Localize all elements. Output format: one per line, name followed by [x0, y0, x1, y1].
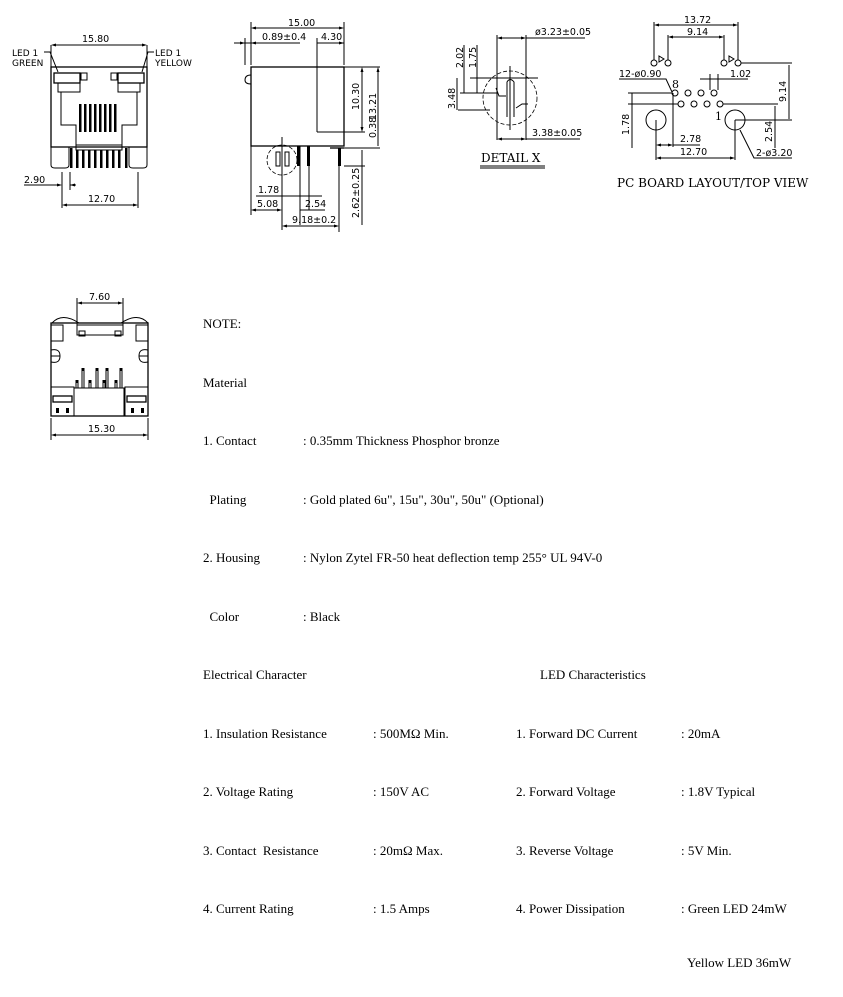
bottom-pins: [75, 368, 123, 389]
pcb-layout-title: PC BOARD LAYOUT/TOP VIEW: [617, 176, 809, 190]
notes-section: NOTE: Material 1. Contact : 0.35mm Thickn…: [203, 275, 791, 997]
dim-bottom-width: 15.30: [88, 424, 115, 435]
dim-side-length: 15.00: [288, 18, 315, 29]
electrical-title: Electrical Character: [203, 667, 307, 682]
material-label: Plating: [203, 491, 247, 507]
front-contacts: [79, 104, 117, 132]
pcb-pin-holes: [671, 89, 724, 108]
dim-detail-1: 2.02: [455, 47, 466, 68]
bottom-view: 7.60: [50, 292, 149, 440]
dim-pin-offset: 2.90: [24, 175, 45, 186]
led-value: : 5V Min.: [681, 842, 732, 858]
detail-x-title: DETAIL X: [481, 151, 541, 165]
dim-pcb-outer: 13.72: [684, 15, 711, 26]
side-view: 15.00 0.89±0.4 4.30 10.30 13.21 0.38: [234, 18, 380, 232]
led-left-label-1: LED 1: [12, 49, 38, 59]
dim-pcb-holes: 12-ø0.90: [619, 69, 661, 80]
material-value: : Black: [303, 608, 341, 624]
dim-pcb-posts: 2-ø3.20: [756, 148, 792, 159]
dim-side-a: 1.78: [258, 185, 279, 196]
electrical-label: 3. Contact Resistance: [203, 842, 319, 858]
dim-pcb-post-v: 2.54: [764, 121, 775, 142]
electrical-value: : 500MΩ Min.: [373, 725, 449, 741]
dim-bottom-top: 7.60: [89, 292, 110, 303]
led-label: 3. Reverse Voltage: [516, 842, 614, 858]
electrical-label: 1. Insulation Resistance: [203, 725, 327, 741]
led-left-label-2: GREEN: [12, 59, 43, 69]
material-value: : 0.35mm Thickness Phosphor bronze: [303, 433, 500, 448]
dim-pin-span: 12.70: [88, 194, 115, 205]
material-row: 2. Housing : Nylon Zytel FR-50 heat defle…: [203, 548, 602, 568]
material-label: 1. Contact: [203, 433, 257, 448]
led-value: : 20mA: [681, 725, 721, 741]
dim-pcb-row: 1.78: [621, 114, 632, 135]
electrical-value: : 150V AC: [373, 784, 430, 799]
dim-side-height-upper: 10.30: [351, 83, 362, 110]
pin-8-label: 8: [672, 78, 679, 91]
material-row: 1. Contact : 0.35mm Thickness Phosphor br…: [203, 431, 500, 451]
dim-side-gap: 0.38: [368, 117, 379, 138]
dim-detail-bottom: 3.38±0.05: [532, 128, 582, 139]
front-pins: [70, 148, 128, 168]
led-value: : Green LED 24mW: [681, 901, 787, 916]
led-label: 2. Forward Voltage: [516, 784, 616, 799]
electrical-label: 2. Voltage Rating: [203, 784, 294, 799]
dim-pcb-vertical: 9.14: [778, 81, 789, 102]
led-label: 1. Forward DC Current: [516, 725, 638, 741]
material-row: Color : Black: [203, 607, 341, 627]
led-title: LED Characteristics: [540, 667, 646, 682]
material-title: Material: [203, 374, 248, 390]
dim-side-front: 0.89±0.4: [262, 32, 306, 43]
detail-x: ø3.23±0.05 2.02 1.75 3.48 3.38±0.05 DETA…: [447, 27, 591, 169]
dim-pcb-inner: 9.14: [687, 27, 708, 38]
spec-row: 4. Current Rating : 1.5 Amps 4. Power Diss…: [203, 899, 787, 919]
dim-side-c: 2.54: [305, 199, 326, 210]
notes-heading: NOTE:: [203, 316, 242, 331]
dim-pcb-pitch: 1.02: [730, 69, 751, 80]
spec-row: 2. Voltage Rating : 150V AC 2. Forward Vol…: [203, 782, 755, 802]
dim-side-b: 5.08: [257, 199, 278, 210]
electrical-value: : 20mΩ Max.: [373, 842, 443, 858]
pin-1-label: 1: [715, 110, 722, 123]
front-view: 15.80 LED 1 GREEN LED 1 YELLOW: [12, 34, 192, 208]
mechanical-drawing: 15.80 LED 1 GREEN LED 1 YELLOW: [12, 15, 809, 440]
material-label: 2. Housing: [203, 550, 261, 565]
material-row: Plating : Gold plated 6u", 15u", 30u", 50…: [203, 490, 544, 510]
spec-row: Yellow LED 36mW: [203, 955, 791, 978]
dim-pcb-span: 12.70: [680, 147, 707, 158]
dim-side-pin-len: 2.62±0.25: [351, 168, 362, 218]
spec-row: 3. Contact Resistance : 20mΩ Max. 3. Rever…: [203, 841, 732, 861]
pcb-layout: 13.72 9.14 9.14 12-ø0.90 8 1.02: [617, 15, 809, 190]
material-label: Color: [203, 608, 240, 624]
led-right-label-1: LED 1: [155, 49, 181, 59]
dim-detail-3: 3.48: [447, 88, 458, 109]
led-right-label-2: YELLOW: [154, 59, 192, 69]
electrical-value: : 1.5 Amps: [373, 901, 430, 916]
dim-side-rear: 4.30: [321, 32, 342, 43]
spec-row: 1. Insulation Resistance : 500MΩ Min. 1. F…: [203, 724, 720, 744]
dim-detail-2: 1.75: [468, 47, 479, 68]
material-value: : Nylon Zytel FR-50 heat deflection temp…: [303, 550, 603, 565]
electrical-label: 4. Current Rating: [203, 901, 294, 916]
led-label: 4. Power Dissipation: [516, 901, 625, 916]
dim-front-width: 15.80: [82, 34, 109, 45]
material-value: : Gold plated 6u", 15u", 30u", 50u" (Opt…: [303, 491, 544, 507]
led-value: : 1.8V Typical: [681, 784, 756, 799]
dim-detail-diameter: ø3.23±0.05: [535, 27, 591, 38]
dim-side-d: 9.18±0.2: [292, 215, 336, 226]
dim-side-height-total: 13.21: [368, 93, 379, 120]
dim-pcb-offset: 2.78: [680, 134, 701, 145]
led-value: Yellow LED 36mW: [681, 954, 792, 970]
